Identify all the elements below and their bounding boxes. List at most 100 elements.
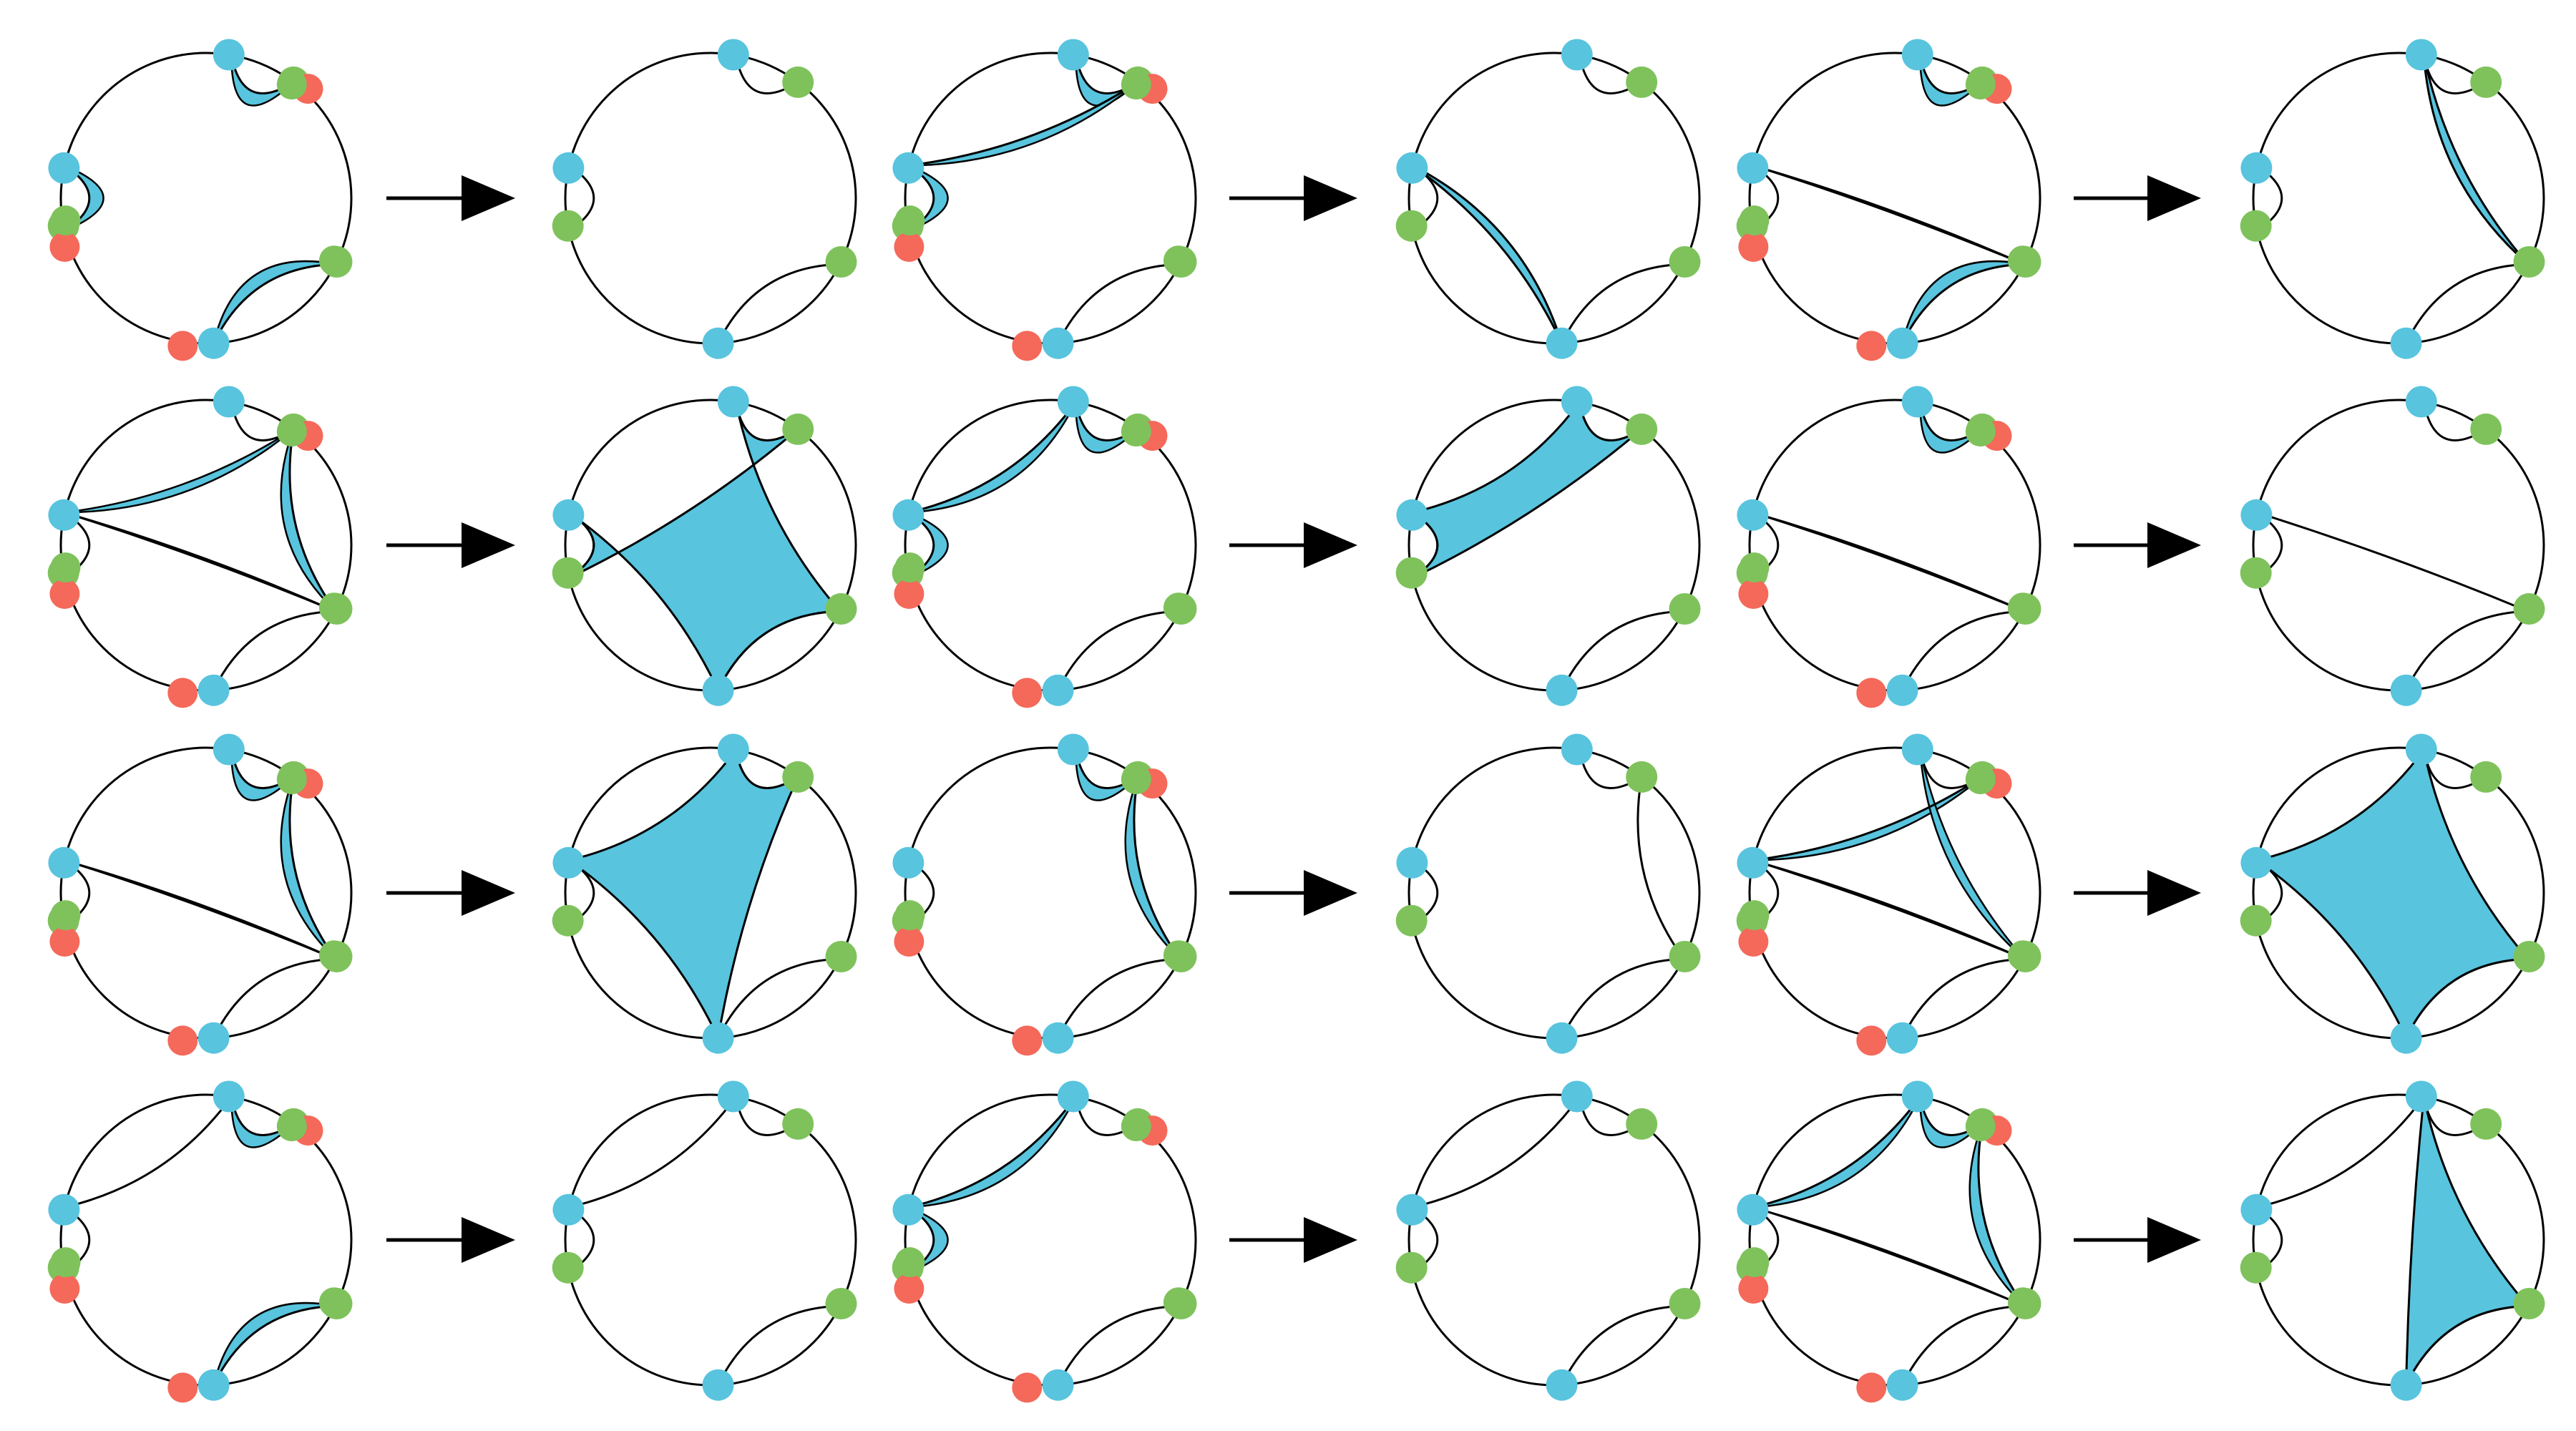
green-node xyxy=(1669,941,1701,972)
blue-node xyxy=(1886,1369,1918,1401)
blue-node xyxy=(1546,1022,1578,1054)
blue-node xyxy=(2405,386,2437,418)
chord-arc xyxy=(1057,610,1180,691)
green-node xyxy=(1121,1111,1151,1142)
green-node xyxy=(2240,1251,2272,1284)
red-node xyxy=(49,579,80,609)
right-arrow-icon xyxy=(386,522,515,568)
green-node xyxy=(2470,413,2502,445)
blue-node xyxy=(1042,1022,1074,1054)
panel-before xyxy=(1736,386,2041,708)
chord-arc xyxy=(568,1096,737,1208)
blue-node xyxy=(48,499,80,531)
panel-before xyxy=(892,733,1197,1056)
green-node xyxy=(318,592,349,623)
panel-before xyxy=(47,1080,353,1403)
chord-arc xyxy=(1752,1096,1921,1208)
blue-node xyxy=(1737,499,1769,531)
chord-arc xyxy=(908,401,1077,514)
blue-node xyxy=(1042,327,1074,359)
red-node xyxy=(1012,1025,1043,1056)
green-node xyxy=(1669,593,1701,625)
red-node xyxy=(49,1274,80,1304)
panel-before xyxy=(1736,1080,2041,1403)
blue-node xyxy=(717,386,749,418)
thin-filled-band xyxy=(280,776,336,960)
right-arrow-icon xyxy=(1229,1217,1357,1263)
boundary-circle xyxy=(2252,399,2545,692)
green-node xyxy=(552,210,584,242)
blue-node xyxy=(1057,39,1089,71)
green-node xyxy=(1121,764,1151,795)
red-node xyxy=(1012,678,1043,708)
chord-arc xyxy=(1561,610,1684,691)
chord-arc xyxy=(909,81,1139,167)
green-node xyxy=(782,413,814,445)
green-node xyxy=(825,1288,857,1319)
green-node xyxy=(1669,246,1701,278)
panel-after xyxy=(552,1080,857,1401)
red-node xyxy=(1738,927,1769,957)
panel-after xyxy=(1395,1080,1701,1401)
right-arrow-icon xyxy=(386,1217,515,1263)
blue-node xyxy=(2405,733,2437,766)
green-node xyxy=(1163,245,1194,276)
blue-node xyxy=(2390,327,2422,359)
blue-node xyxy=(2405,1080,2437,1113)
blue-node xyxy=(552,1193,585,1226)
chord-arc xyxy=(213,1304,336,1386)
chord-arc xyxy=(1752,511,2025,612)
thin-filled-band xyxy=(280,429,336,612)
green-node xyxy=(50,1247,81,1278)
chord-arc xyxy=(717,1304,840,1386)
thin-filled-band xyxy=(1124,776,1181,960)
chord-arc xyxy=(1561,263,1684,344)
blue-node xyxy=(1886,327,1918,359)
panel-after xyxy=(2240,733,2545,1054)
chord-arc xyxy=(64,1096,233,1208)
blue-node xyxy=(1042,674,1074,706)
panel-before xyxy=(47,386,353,708)
right-arrow-icon xyxy=(1229,175,1357,221)
red-node xyxy=(1856,1372,1887,1403)
chord-arc xyxy=(908,1096,1077,1208)
panel-after xyxy=(552,39,857,359)
blue-node xyxy=(197,674,230,706)
red-node xyxy=(894,579,924,609)
blue-node xyxy=(892,499,924,531)
chord-arc xyxy=(64,511,336,612)
blue-node xyxy=(1886,1022,1918,1054)
green-node xyxy=(1669,1288,1701,1319)
panel-before xyxy=(892,386,1197,708)
panel-before xyxy=(892,1080,1197,1403)
green-node xyxy=(2513,941,2545,972)
chord-arc xyxy=(1057,957,1180,1039)
blue-node xyxy=(1737,1193,1769,1226)
chord-arc xyxy=(1901,610,2024,691)
blue-node xyxy=(197,327,230,359)
chord-arc xyxy=(717,610,840,691)
chord-arc xyxy=(1752,859,2025,960)
green-node xyxy=(276,1111,307,1142)
boundary-circle xyxy=(564,52,857,345)
green-node xyxy=(825,941,857,972)
thin-filled-band xyxy=(64,428,294,514)
green-node xyxy=(2513,246,2545,278)
thin-filled-band xyxy=(1752,165,2025,265)
red-node xyxy=(1856,678,1887,708)
blue-node xyxy=(892,846,924,879)
blue-node xyxy=(1901,733,1933,766)
blue-node xyxy=(2405,39,2437,71)
green-node xyxy=(318,1287,349,1318)
blue-node xyxy=(1396,846,1428,879)
blue-node xyxy=(1057,386,1089,418)
green-node xyxy=(1395,1251,1428,1284)
blue-node xyxy=(1057,733,1089,766)
red-node xyxy=(1856,331,1887,361)
right-arrow-icon xyxy=(2074,522,2201,568)
chord-arc xyxy=(1977,1123,2026,1307)
green-node xyxy=(2470,1108,2502,1140)
red-node xyxy=(1012,331,1043,361)
thin-filled-band xyxy=(1968,1123,2025,1307)
